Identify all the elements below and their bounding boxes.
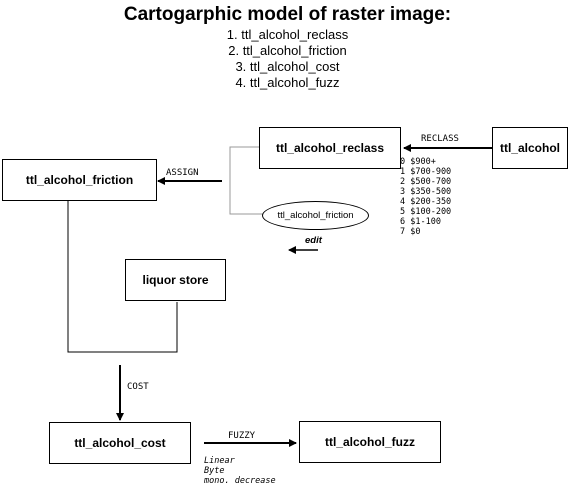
friction-to-cost-line (67, 200, 178, 353)
fuzzy-param-list: Linear Byte mono. decrease (204, 456, 276, 486)
reclass-value-item: 7 $0 (400, 227, 421, 237)
diagram-title: Cartogarphic model of raster image: (123, 4, 452, 25)
reclass-value-list: 0 $900+ 1 $700-900 2 $500-700 3 $350-500… (400, 157, 451, 237)
ttl-alcohol-box: ttl_alcohol (492, 127, 568, 169)
reclass-value-item: 0 $900+ (400, 157, 436, 167)
liquor-store-box: liquor store (125, 259, 226, 301)
reclass-value-item: 3 $350-500 (400, 187, 452, 197)
step-item-3: 3. ttl_alcohol_cost (235, 59, 340, 74)
ttl-alcohol-cost-box: ttl_alcohol_cost (49, 422, 191, 464)
fuzzy-param-item: Byte (204, 466, 225, 476)
reclass-value-item: 1 $700-900 (400, 167, 452, 177)
fuzzy-param-item: Linear (204, 456, 235, 466)
friction-table-oval: ttl_alcohol_friction (262, 201, 369, 230)
reclass-value-item: 6 $1-100 (400, 217, 441, 227)
step-item-4: 4. ttl_alcohol_fuzz (235, 75, 340, 90)
step-item-2: 2. ttl_alcohol_friction (228, 43, 347, 58)
edit-label: edit (305, 235, 322, 246)
reclass-value-item: 4 $200-350 (400, 197, 452, 207)
step-list: 1. ttl_alcohol_reclass 2. ttl_alcohol_fr… (0, 27, 575, 91)
fuzzy-label: FUZZY (228, 431, 256, 441)
reclass-label: RECLASS (421, 134, 459, 144)
assign-label: ASSIGN (166, 168, 199, 178)
reclass-value-item: 5 $100-200 (400, 207, 452, 217)
ttl-alcohol-reclass-box: ttl_alcohol_reclass (259, 127, 401, 169)
ttl-alcohol-friction-box: ttl_alcohol_friction (2, 159, 157, 201)
reclass-value-item: 2 $500-700 (400, 177, 452, 187)
assign-bracket (229, 146, 263, 215)
ttl-alcohol-fuzz-box: ttl_alcohol_fuzz (299, 421, 441, 463)
cost-label: COST (127, 382, 149, 392)
fuzzy-param-item: mono. decrease (204, 476, 276, 486)
step-item-1: 1. ttl_alcohol_reclass (226, 27, 349, 42)
